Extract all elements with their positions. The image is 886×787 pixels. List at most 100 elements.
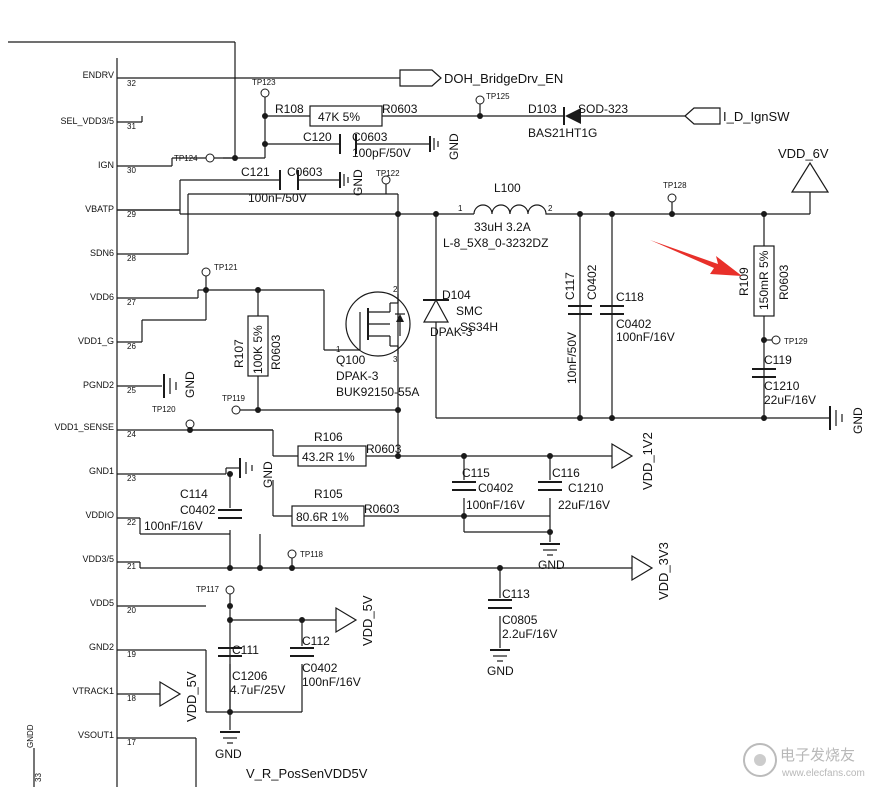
pin-number: 17 bbox=[127, 738, 136, 747]
net-label-vdd6v: VDD_6V bbox=[778, 146, 829, 161]
net-label-vdd5v-vtrack: VDD_5V bbox=[184, 671, 199, 722]
gnd-label: GND bbox=[487, 664, 514, 678]
vdd5v-wiring bbox=[205, 594, 336, 730]
r107-value: 100K 5% bbox=[251, 325, 265, 374]
junction bbox=[262, 113, 268, 119]
junction bbox=[395, 211, 401, 217]
c119-pkg: C1210 bbox=[764, 379, 800, 393]
junction bbox=[289, 565, 295, 571]
pin-number: 32 bbox=[127, 79, 136, 88]
c121-pkg: C0603 bbox=[287, 165, 323, 179]
junction bbox=[669, 211, 675, 217]
pin-numbers: 32 31 30 29 28 27 26 25 24 23 22 21 20 1… bbox=[127, 79, 136, 747]
q100-pkg: DPAK-3 bbox=[336, 369, 379, 383]
pin-label: PGND2 bbox=[83, 380, 114, 390]
c117-value: 10nF/50V bbox=[565, 332, 579, 384]
testpoint-label: TP119 bbox=[222, 394, 246, 403]
d104-ref: D104 bbox=[442, 288, 471, 302]
net-label-doh: DOH_BridgeDrv_EN bbox=[444, 71, 563, 86]
junction bbox=[227, 471, 233, 477]
watermark-text: 电子发烧友 bbox=[780, 747, 855, 764]
c114-pkg: C0402 bbox=[180, 503, 216, 517]
gnd-label: GND bbox=[851, 407, 865, 434]
l100-ref: L100 bbox=[494, 181, 521, 195]
diode-d104 bbox=[422, 298, 450, 323]
c111-value: 4.7uF/25V bbox=[230, 683, 285, 697]
capacitor-c119 bbox=[752, 368, 776, 378]
testpoint-tp129 bbox=[771, 335, 781, 345]
q100-ref: Q100 bbox=[336, 353, 366, 367]
pin-number-33: 33 bbox=[34, 773, 43, 782]
testpoint-tp117 bbox=[225, 585, 235, 595]
testpoint-label: TP122 bbox=[376, 169, 400, 178]
resistor-r106 bbox=[297, 445, 367, 467]
net-flag-vdd1v2 bbox=[611, 442, 634, 470]
c113-pkg: C0805 bbox=[502, 613, 538, 627]
ground-symbol bbox=[490, 649, 510, 662]
c116-ref: C116 bbox=[552, 466, 580, 480]
r108-pkg: R0603 bbox=[382, 102, 418, 116]
pin-label: VDD5 bbox=[90, 598, 114, 608]
gnd-label: GND bbox=[183, 371, 197, 398]
capacitor-c116 bbox=[538, 481, 562, 491]
c112-pkg: C0402 bbox=[302, 661, 338, 675]
resistor-r108 bbox=[309, 105, 383, 127]
r108-ref: R108 bbox=[275, 102, 304, 116]
junction bbox=[609, 415, 615, 421]
c114-value: 100nF/16V bbox=[144, 519, 203, 533]
c118-pkg: C0402 bbox=[616, 317, 652, 331]
l100-pin1: 1 bbox=[458, 204, 463, 213]
ground-symbol bbox=[829, 406, 843, 430]
net-flag-doh bbox=[399, 69, 442, 87]
c113-ref: C113 bbox=[502, 587, 530, 601]
pin-number: 23 bbox=[127, 474, 136, 483]
testpoint-tp121 bbox=[201, 267, 211, 277]
junction bbox=[477, 113, 483, 119]
testpoint-label: TP124 bbox=[174, 154, 198, 163]
junction bbox=[255, 407, 261, 413]
resistor-r109 bbox=[753, 245, 775, 317]
c115-ref: C115 bbox=[462, 466, 490, 480]
c118-value: 100nF/16V bbox=[616, 330, 675, 344]
pin-number: 29 bbox=[127, 210, 136, 219]
pin-number: 28 bbox=[127, 254, 136, 263]
c112-value: 100nF/16V bbox=[302, 675, 361, 689]
testpoint-label: TP128 bbox=[663, 181, 687, 190]
junction bbox=[299, 617, 305, 623]
c117-ref: C117 bbox=[563, 272, 577, 300]
testpoint-tp122 bbox=[381, 175, 391, 185]
c115-value: 100nF/16V bbox=[466, 498, 525, 512]
c119-value: 22uF/16V bbox=[764, 393, 816, 407]
testpoint-label: TP118 bbox=[300, 550, 324, 559]
junction bbox=[395, 453, 401, 459]
inductor-l100 bbox=[473, 204, 552, 215]
c120-ref: C120 bbox=[303, 130, 332, 144]
ground-symbol bbox=[163, 374, 177, 398]
net-label-possen: V_R_PosSenVDD5V bbox=[246, 766, 368, 781]
r105-pkg: R0603 bbox=[364, 502, 400, 516]
d104-part: SS34H bbox=[460, 320, 498, 334]
pin-label: VDD1_SENSE bbox=[54, 422, 114, 432]
gnd-label: GND bbox=[447, 133, 461, 160]
resistor-r105 bbox=[291, 505, 365, 527]
net-flag-vdd3v3 bbox=[631, 554, 654, 582]
testpoint-tp123 bbox=[260, 88, 270, 98]
junction bbox=[232, 155, 238, 161]
capacitor-c120 bbox=[339, 134, 439, 154]
gnd-label: GND bbox=[538, 558, 565, 572]
gnd-label: GND bbox=[261, 461, 275, 488]
q100-pin3: 3 bbox=[393, 355, 398, 364]
pin-label: GND1 bbox=[89, 466, 114, 476]
r106-ref: R106 bbox=[314, 430, 343, 444]
junction bbox=[577, 211, 583, 217]
pin-number: 25 bbox=[127, 386, 136, 395]
pin-number: 24 bbox=[127, 430, 136, 439]
r107-pkg: R0603 bbox=[269, 334, 283, 370]
c121-ref: C121 bbox=[241, 165, 270, 179]
diode-d103 bbox=[563, 107, 685, 125]
d104-pkg: SMC bbox=[456, 304, 483, 318]
testpoint-tp118 bbox=[287, 549, 297, 559]
net-flag-vdd5v-vtrack bbox=[159, 680, 182, 708]
c121-value: 100nF/50V bbox=[248, 191, 307, 205]
c120-value: 100pF/50V bbox=[352, 146, 411, 160]
